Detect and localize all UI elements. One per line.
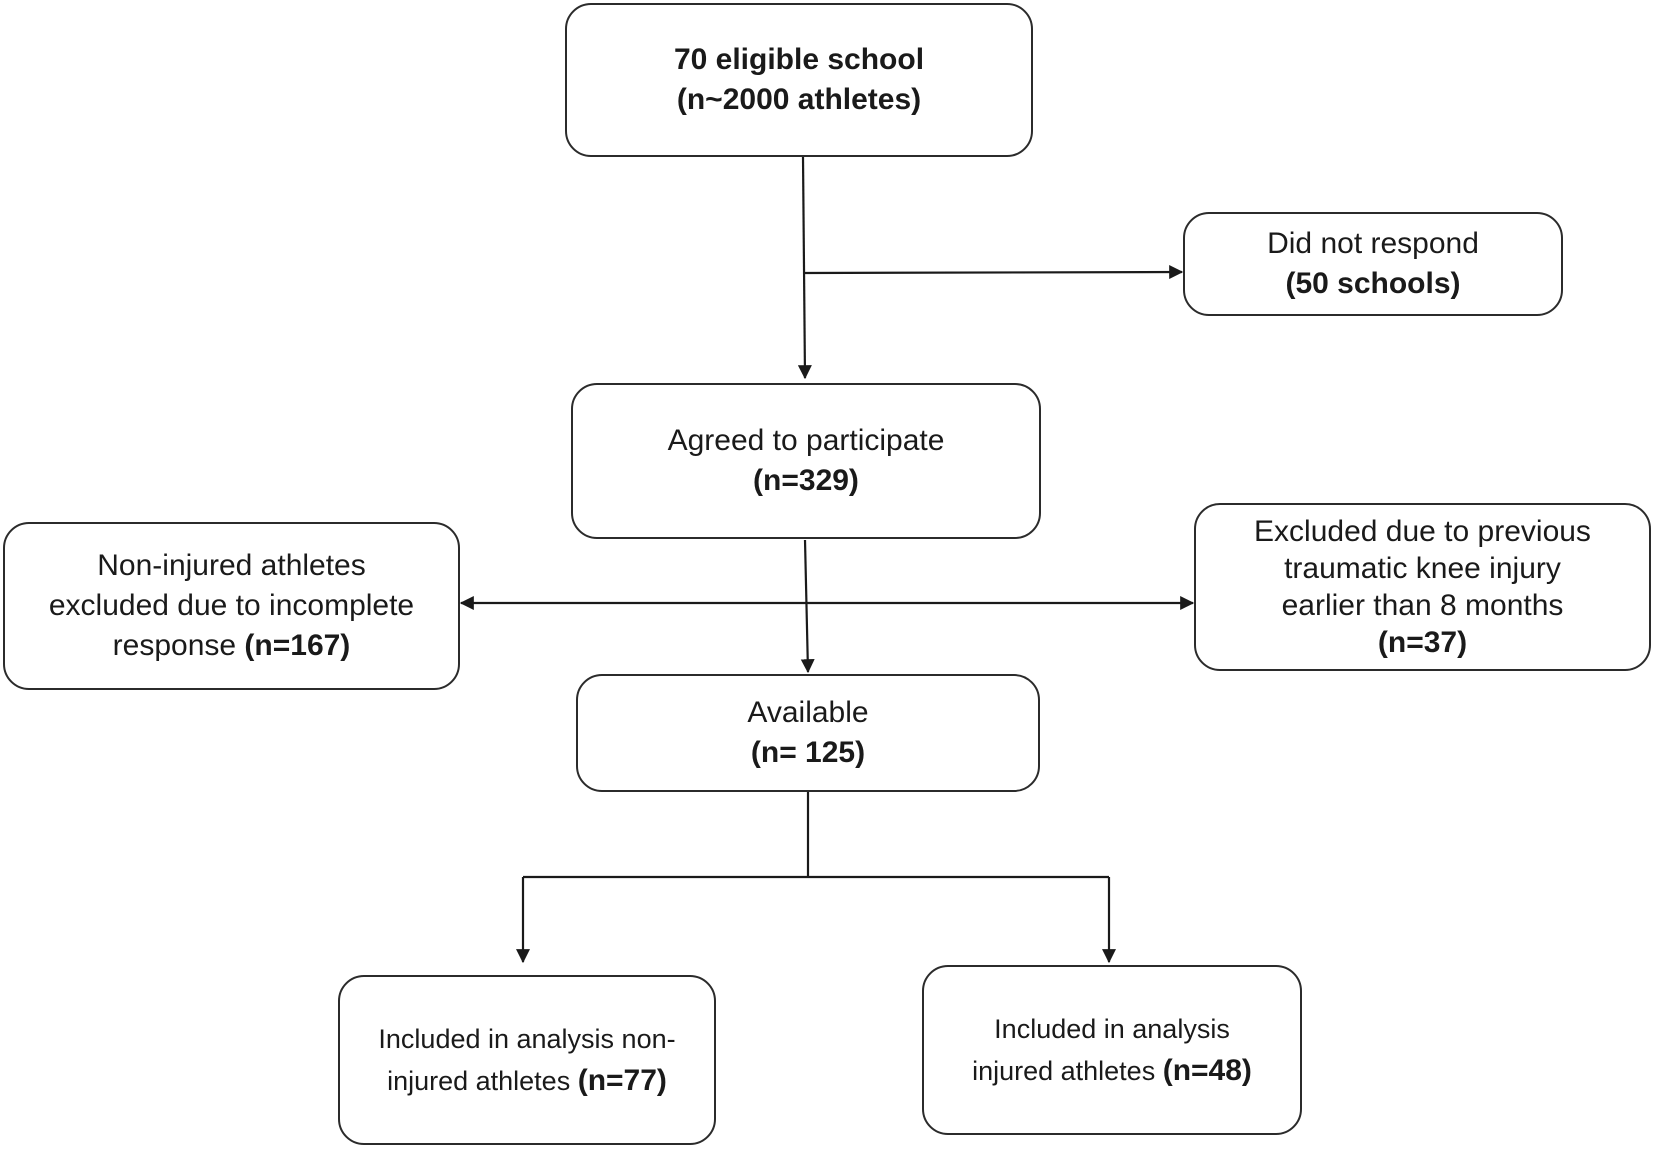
included-injured-box: Included in analysis injured athletes (n… — [922, 965, 1302, 1135]
non-injured-excluded-line2: excluded due to incomplete — [48, 589, 415, 622]
available-label: Available — [747, 696, 869, 729]
included-injured-text: injured athletes — [972, 1056, 1163, 1086]
included-injured-count: (n=48) — [1162, 1054, 1252, 1087]
non-injured-excluded-text: response — [112, 629, 245, 662]
included-non-injured-count: (n=77) — [577, 1064, 667, 1097]
eligible-schools-box: 70 eligible school (n~2000 athletes) — [565, 3, 1033, 157]
included-non-injured-line2: injured athletes (n=77) — [387, 1060, 667, 1102]
did-not-respond-label: Did not respond — [1267, 227, 1479, 260]
non-injured-excluded-box: Non-injured athletes excluded due to inc… — [3, 522, 460, 690]
non-injured-excluded-count: (n=167) — [244, 629, 351, 662]
eligible-athletes-count: (n~2000 athletes) — [676, 83, 922, 116]
arrow-to-did-not-respond — [804, 265, 1184, 280]
previous-injury-line2: traumatic knee injury — [1284, 552, 1561, 585]
available-count: (n= 125) — [750, 736, 866, 769]
previous-injury-count: (n=37) — [1377, 626, 1468, 659]
included-non-injured-line1: Included in analysis non- — [378, 1024, 676, 1054]
eligible-schools-label: 70 eligible school — [673, 43, 925, 76]
included-non-injured-text: injured athletes — [387, 1066, 578, 1096]
included-non-injured-box: Included in analysis non- injured athlet… — [338, 975, 716, 1145]
arrow-agreed-to-available — [800, 539, 815, 674]
agreed-to-participate-box: Agreed to participate (n=329) — [571, 383, 1041, 539]
non-injured-excluded-line1: Non-injured athletes — [97, 549, 366, 582]
agreed-count: (n=329) — [753, 464, 859, 497]
available-box: Available (n= 125) — [576, 674, 1040, 792]
arrow-eligible-to-agreed — [797, 156, 812, 380]
included-injured-line2: injured athletes (n=48) — [972, 1050, 1252, 1092]
did-not-respond-box: Did not respond (50 schools) — [1183, 212, 1563, 316]
non-injured-excluded-line3: response (n=167) — [113, 626, 351, 666]
included-injured-line1: Included in analysis — [994, 1014, 1230, 1044]
did-not-respond-count: (50 schools) — [1285, 267, 1461, 300]
previous-injury-excluded-box: Excluded due to previous traumatic knee … — [1194, 503, 1651, 671]
previous-injury-line1: Excluded due to previous — [1254, 515, 1591, 548]
agreed-label: Agreed to participate — [667, 424, 945, 457]
previous-injury-line3: earlier than 8 months — [1281, 589, 1564, 622]
